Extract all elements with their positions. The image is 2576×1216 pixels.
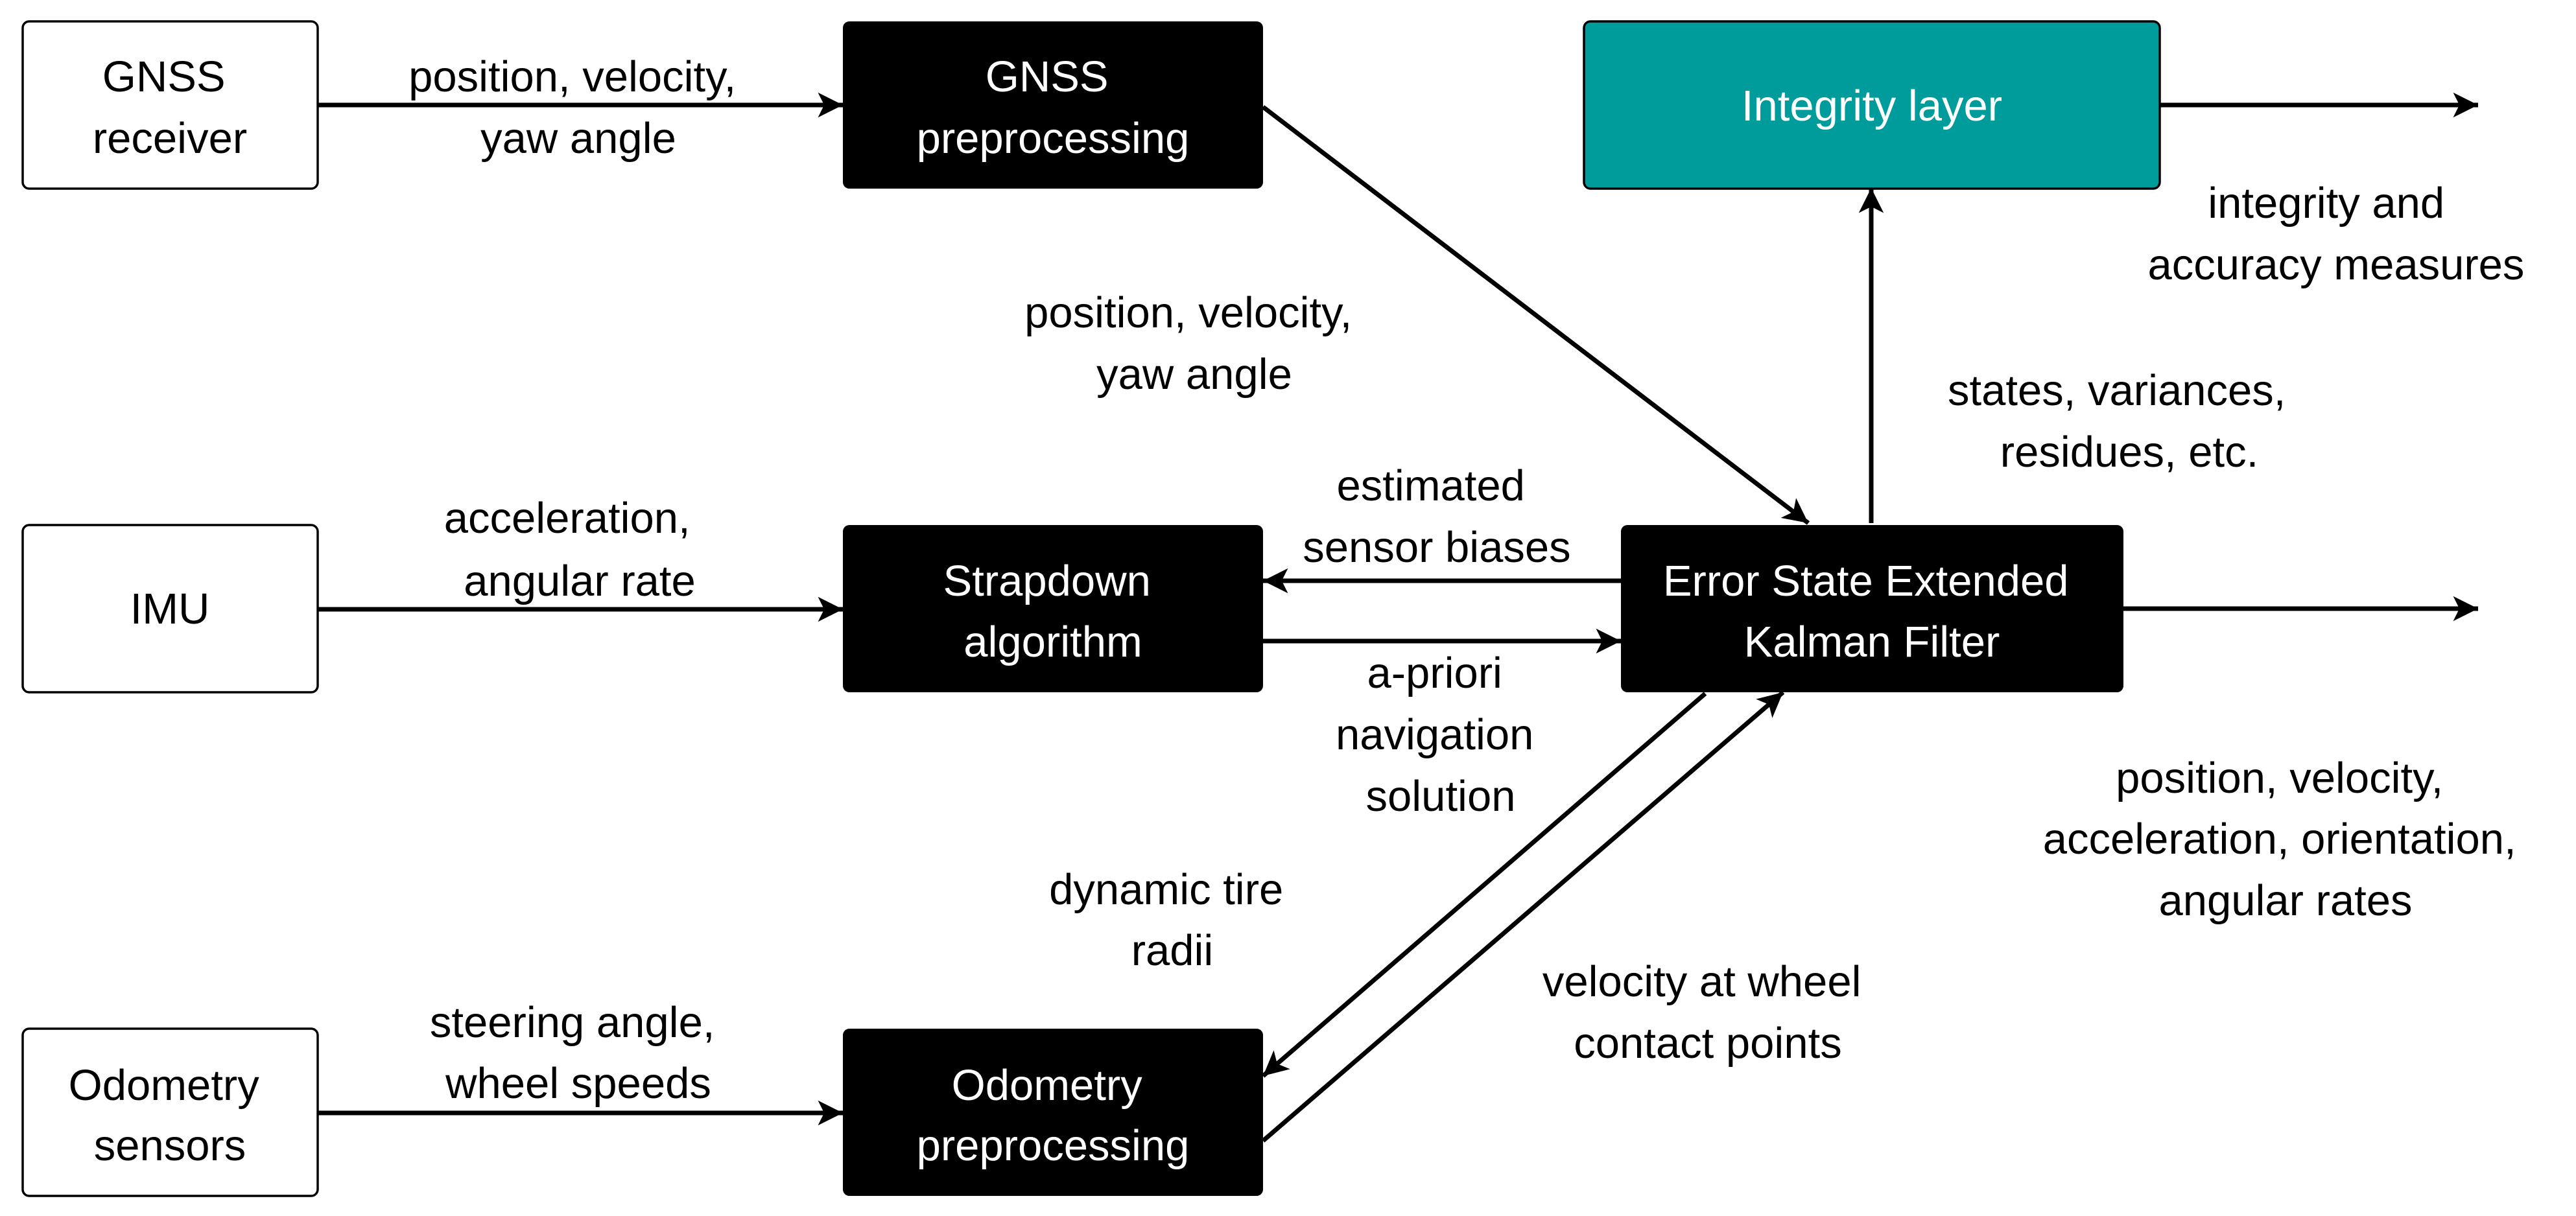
strapdown-label: Strapdown algorithm (943, 557, 1163, 666)
strapdown-label-line-2: algorithm (963, 618, 1142, 666)
label-apriori-line-3: solution (1366, 772, 1516, 821)
label-filter-to-integrity-line-1: states, variances, (1948, 366, 2286, 415)
imu-block: IMU (21, 524, 319, 694)
blocks: GNSS receiver IMU Odometry sensors GNSS … (21, 20, 2161, 1197)
label-wheel-velocity-line-1: velocity at wheel (1542, 957, 1861, 1006)
esekf-box (1621, 525, 2123, 692)
label-apriori-line-2: navigation (1336, 710, 1533, 759)
gnss-preprocessing-label-line-1: GNSS (986, 53, 1109, 101)
gnss-preprocessing-label: GNSS preprocessing (917, 53, 1190, 163)
label-filter-out-line-1: position, velocity, (2116, 754, 2443, 802)
arrow-filter-to-odometry-tire-radii (1261, 692, 1707, 1078)
label-imu-raw: acceleration, angular rate (444, 494, 703, 605)
integrity-layer-box (1583, 20, 2161, 190)
gnss-preprocessing-block: GNSS preprocessing (843, 21, 1263, 189)
label-gnss-raw-line-1: position, velocity, (408, 53, 736, 101)
odometry-sensors-label-line-2: sensors (94, 1121, 246, 1170)
label-biases-line-2: sensor biases (1303, 523, 1570, 572)
label-gnss-to-filter-line-1: position, velocity, (1024, 288, 1352, 337)
gnss-receiver-block: GNSS receiver (21, 20, 319, 190)
label-filter-out: position, velocity, acceleration, orient… (2043, 754, 2529, 925)
integrity-layer-block: Integrity layer (1583, 20, 2161, 190)
gnss-receiver-label-line-2: receiver (93, 114, 247, 163)
odometry-preprocessing-label: Odometry preprocessing (917, 1061, 1190, 1170)
esekf-label: Error State Extended Kalman Filter (1663, 557, 2081, 666)
arrow-gnss-preprocessing-to-filter (1261, 105, 1810, 525)
odometry-preprocessing-block: Odometry preprocessing (843, 1029, 1263, 1196)
label-gnss-to-filter: position, velocity, yaw angle (1024, 288, 1364, 399)
esekf-label-line-2: Kalman Filter (1744, 618, 2000, 666)
label-apriori-line-1: a-priori (1367, 649, 1502, 697)
label-filter-to-integrity-line-2: residues, etc. (2000, 428, 2258, 476)
label-integrity-out-line-1: integrity and (2208, 179, 2444, 228)
strapdown-label-line-1: Strapdown (943, 557, 1151, 605)
label-filter-out-line-3: angular rates (2158, 876, 2412, 925)
odometry-sensors-label-line-1: Odometry (69, 1061, 260, 1110)
label-biases-line-1: estimated (1336, 462, 1524, 510)
odometry-preprocessing-label-line-1: Odometry (952, 1061, 1143, 1110)
label-tire-radii-line-2: radii (1131, 926, 1214, 975)
imu-label: IMU (130, 585, 210, 633)
gnss-receiver-box (21, 20, 319, 190)
imu-box (21, 524, 319, 694)
label-tire-radii-line-1: dynamic tire (1049, 865, 1283, 914)
edge-labels: position, velocity, yaw angle accelerati… (408, 53, 2529, 1108)
esekf-label-line-1: Error State Extended (1663, 557, 2069, 605)
integrity-layer-label: Integrity layer (1742, 82, 2002, 130)
esekf-block: Error State Extended Kalman Filter (1621, 525, 2123, 692)
label-odo-raw-line-2: wheel speeds (445, 1059, 711, 1108)
label-filter-to-integrity: states, variances, residues, etc. (1948, 366, 2298, 476)
label-gnss-to-filter-line-2: yaw angle (1096, 350, 1292, 399)
label-apriori: a-priori navigation solution (1336, 649, 1546, 821)
label-integrity-out-line-2: accuracy measures (2148, 240, 2525, 289)
gnss-receiver-label: GNSS receiver (93, 53, 247, 163)
label-biases: estimated sensor biases (1303, 462, 1570, 572)
label-imu-raw-line-1: acceleration, (444, 494, 691, 543)
label-odo-raw-line-1: steering angle, (430, 998, 715, 1047)
odometry-sensors-box (21, 1027, 319, 1197)
odometry-sensors-label: Odometry sensors (69, 1061, 272, 1170)
label-wheel-velocity-line-2: contact points (1574, 1019, 1841, 1068)
label-wheel-velocity: velocity at wheel contact points (1542, 957, 1873, 1068)
label-gnss-raw-line-2: yaw angle (480, 114, 676, 163)
label-tire-radii: dynamic tire radii (1049, 865, 1295, 975)
odometry-sensors-block: Odometry sensors (21, 1027, 319, 1197)
strapdown-block: Strapdown algorithm (843, 525, 1263, 692)
strapdown-box (843, 525, 1263, 692)
arrow-odometry-to-filter-wheel-velocity (1261, 690, 1785, 1143)
odometry-preprocessing-label-line-2: preprocessing (917, 1121, 1190, 1170)
gnss-preprocessing-label-line-2: preprocessing (917, 114, 1190, 163)
label-imu-raw-line-2: angular rate (464, 557, 696, 605)
odometry-preprocessing-box (843, 1029, 1263, 1196)
label-integrity-out: integrity and accuracy measures (2148, 179, 2525, 289)
label-gnss-raw: position, velocity, yaw angle (408, 53, 748, 163)
label-filter-out-line-2: acceleration, orientation, (2043, 815, 2516, 863)
gnss-preprocessing-box (843, 21, 1263, 189)
arrows (318, 92, 2478, 1143)
gnss-receiver-label-line-1: GNSS (102, 53, 226, 101)
label-odo-raw: steering angle, wheel speeds (430, 998, 727, 1108)
